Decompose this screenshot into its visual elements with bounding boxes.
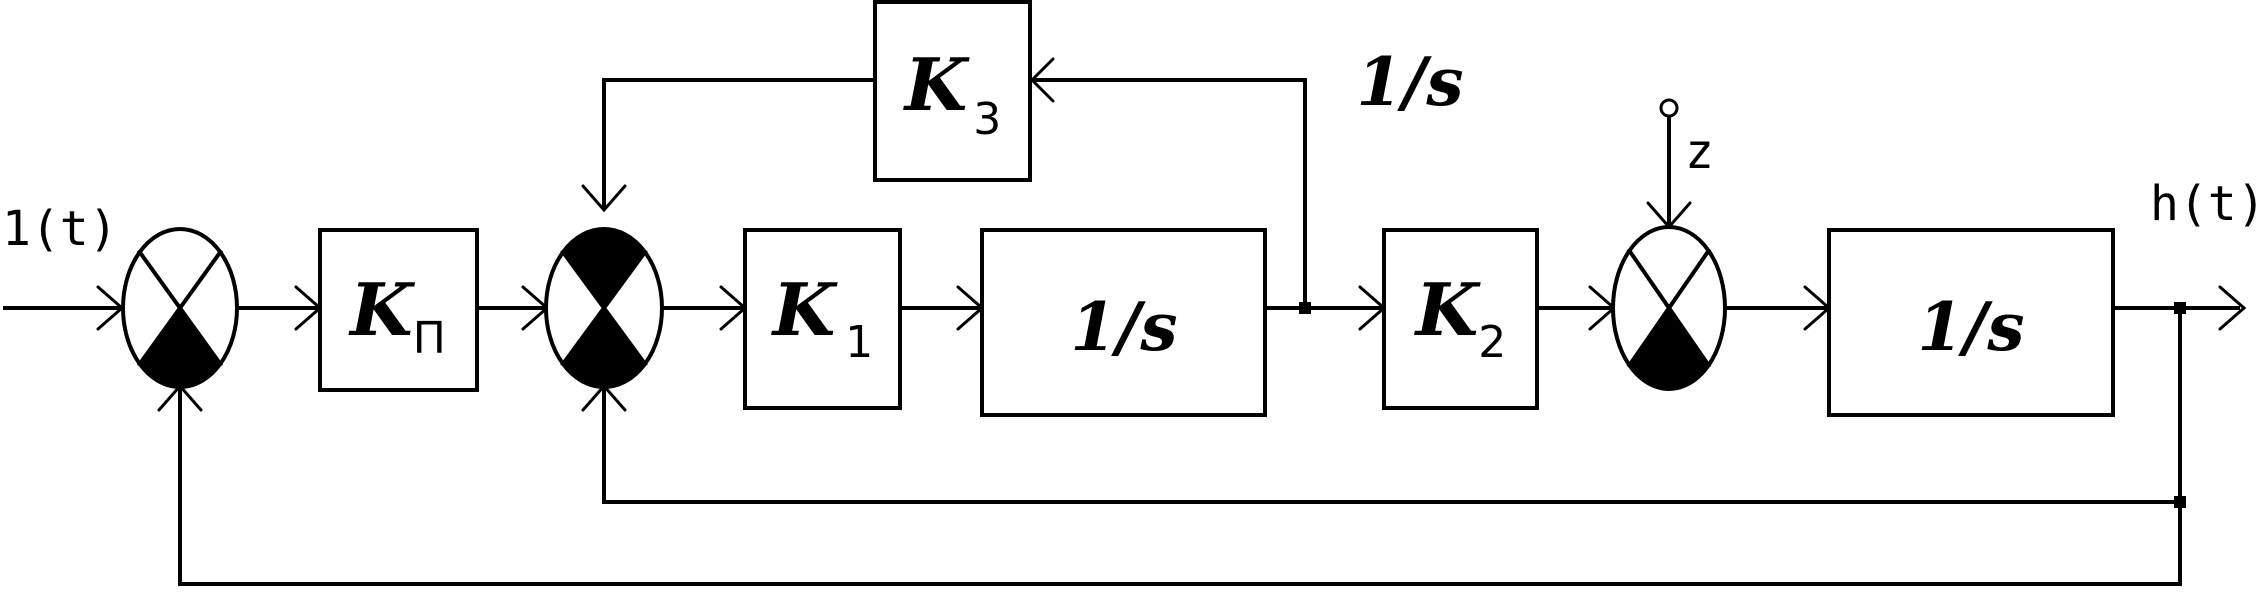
floating-transfer-label: 1/s (1356, 43, 1463, 121)
signal-wires (3, 78, 2240, 586)
input-signal-label: 1(t) (2, 201, 118, 257)
block-k2: K2 (1382, 228, 1539, 410)
block-integrator-1-label: 1/s (1070, 288, 1177, 366)
block-integrator-2-label: 1/s (1917, 288, 2024, 366)
block-k3-subscript: 3 (973, 94, 1001, 145)
svg-text:K2: K2 (1414, 267, 1507, 368)
svg-text:K3: K3 (903, 42, 1002, 145)
block-k2-symbol: K (1414, 267, 1481, 352)
junction-dots (1299, 302, 2186, 508)
block-k1-symbol: K (771, 267, 838, 352)
block-k2-subscript: 2 (1478, 317, 1506, 368)
disturbance-terminal (1659, 98, 1679, 118)
block-integrator-1: 1/s (980, 228, 1267, 417)
sum-junction-2 (544, 227, 664, 389)
svg-text:K1: K1 (771, 267, 874, 368)
sum-junction-3 (1611, 225, 1727, 391)
block-kp-subscript: П (413, 313, 446, 364)
svg-text:KП: KП (348, 267, 446, 364)
sum-junction-1 (121, 227, 239, 389)
block-kp: KП (318, 228, 479, 392)
block-integrator-2: 1/s (1827, 228, 2115, 417)
output-signal-label: h(t) (2150, 176, 2264, 232)
block-k3-symbol: K (903, 42, 970, 127)
block-kp-symbol: K (348, 267, 415, 352)
block-k1-subscript: 1 (845, 317, 873, 368)
disturbance-label: z (1685, 124, 1714, 180)
